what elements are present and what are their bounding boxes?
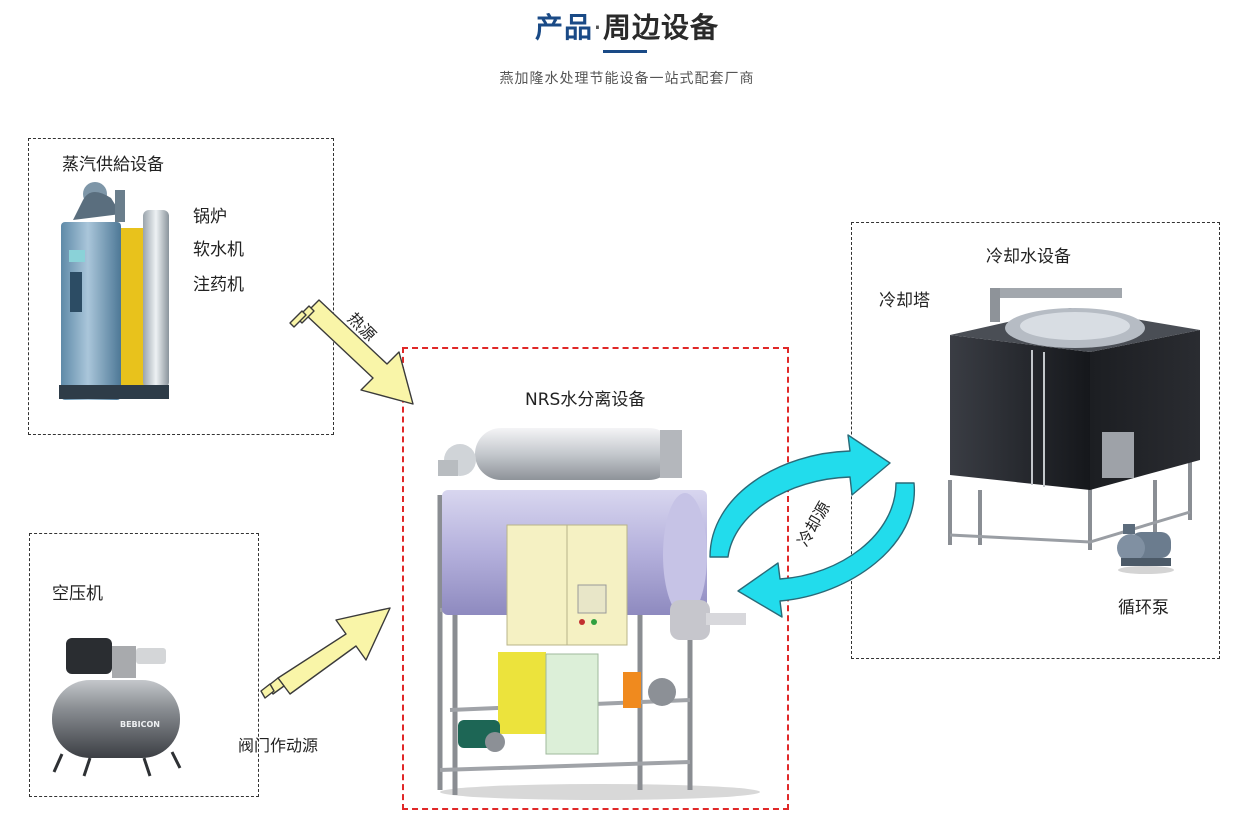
nrs-equipment-title: NRS水分离设备 (525, 390, 646, 410)
circulation-pump-illustration (1117, 524, 1174, 574)
air-compressor-brand: BEBICON (120, 720, 160, 729)
steam-supply-title: 蒸汽供給设备 (62, 155, 164, 175)
circulation-pump-label: 循环泵 (1118, 598, 1169, 618)
valve-source-arrow (260, 607, 391, 699)
title-underline (603, 50, 647, 53)
page-title: 产品·周边设备 (0, 6, 1254, 46)
title-part-1: 产品 (535, 11, 594, 44)
cooling-source-arrows (709, 434, 915, 618)
boiler-illustration (59, 182, 169, 400)
valve-source-label: 阀门作动源 (238, 736, 319, 755)
air-compressor-box (29, 533, 259, 797)
title-part-2: 周边设备 (602, 11, 719, 44)
air-compressor-illustration: BEBICON (52, 638, 182, 777)
steam-supply-box (28, 138, 334, 435)
cooling-water-title: 冷却水设备 (986, 247, 1071, 267)
steam-item-dosing: 注药机 (193, 275, 244, 295)
cooling-tower-illustration (948, 288, 1200, 550)
steam-item-softener: 软水机 (193, 240, 244, 260)
heat-source-arrow (289, 299, 414, 405)
air-compressor-title: 空压机 (52, 584, 103, 604)
steam-item-boiler: 锅炉 (193, 207, 227, 227)
nrs-separator-illustration (437, 428, 760, 800)
page-subtitle: 燕加隆水处理节能设备一站式配套厂商 (499, 71, 755, 87)
title-separator: · (593, 11, 603, 44)
cooling-tower-label: 冷却塔 (879, 291, 930, 311)
